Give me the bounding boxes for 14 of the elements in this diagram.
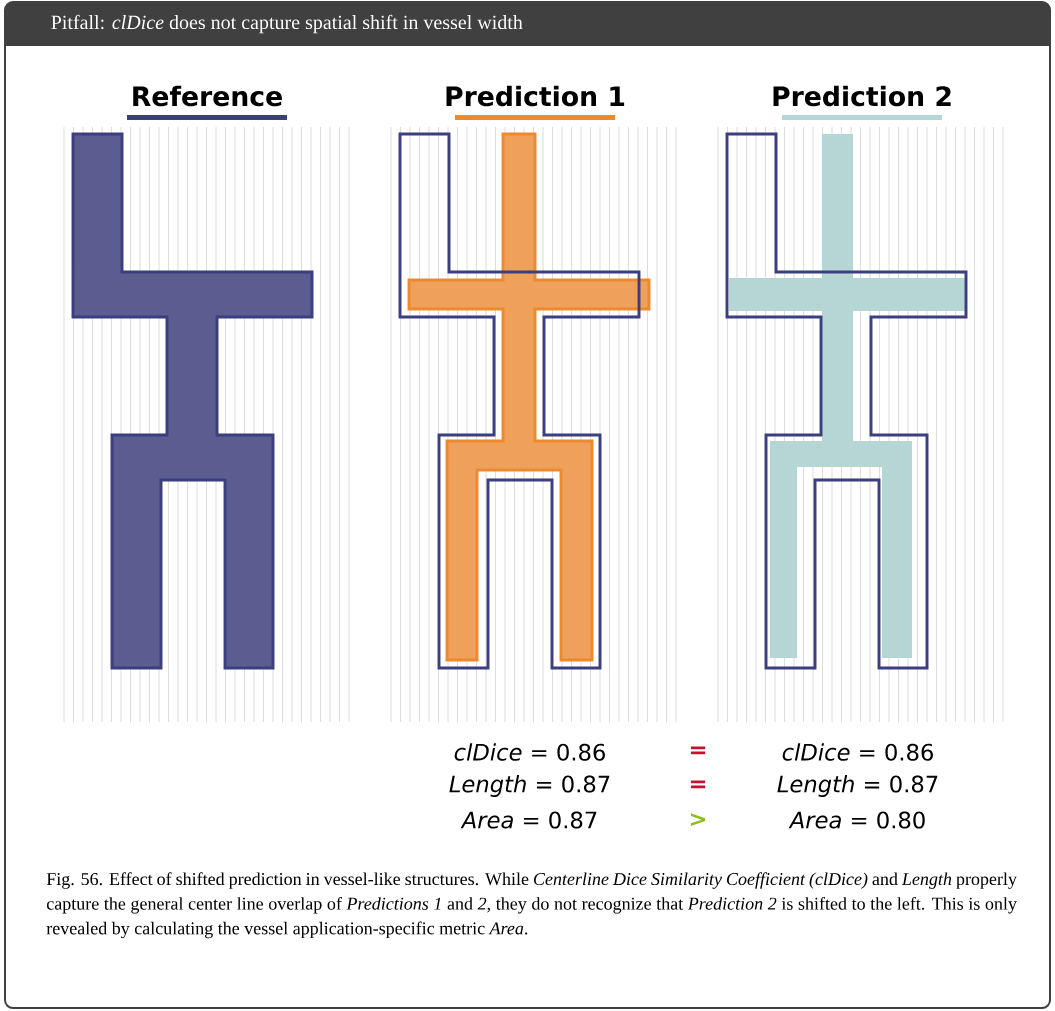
header-bar: Pitfall: clDice does not capture spatial shift in vessel width bbox=[5, 2, 1050, 46]
metric-value: Area = 0.87 bbox=[460, 811, 597, 829]
caption: Fig. 56. Effect of shifted prediction in vessel-like structures. While Centerline Dice Similarity Coefficient (clDice) and Length properly capture the general center line overlap of Predictions 1 and 2, they do not recognize that Prediction 2 is shifted to the left. This is only revealed by calculating the vessel application-specific metric Area. bbox=[46, 872, 1017, 939]
panel-heading: Prediction 2 bbox=[773, 85, 951, 107]
metric-value: Length = 0.87 bbox=[449, 775, 610, 797]
comparison-sign: = bbox=[690, 746, 706, 755]
metric-value: Area = 0.80 bbox=[788, 811, 925, 829]
comparison-sign: = bbox=[690, 780, 706, 789]
panel-heading: Prediction 1 bbox=[446, 85, 625, 107]
metric-value: clDice = 0.86 bbox=[782, 743, 933, 761]
metric-value: clDice = 0.86 bbox=[454, 743, 605, 761]
comparison-sign: > bbox=[690, 813, 706, 827]
panel-heading: Reference bbox=[133, 85, 282, 107]
metric-value: Length = 0.87 bbox=[777, 775, 938, 797]
